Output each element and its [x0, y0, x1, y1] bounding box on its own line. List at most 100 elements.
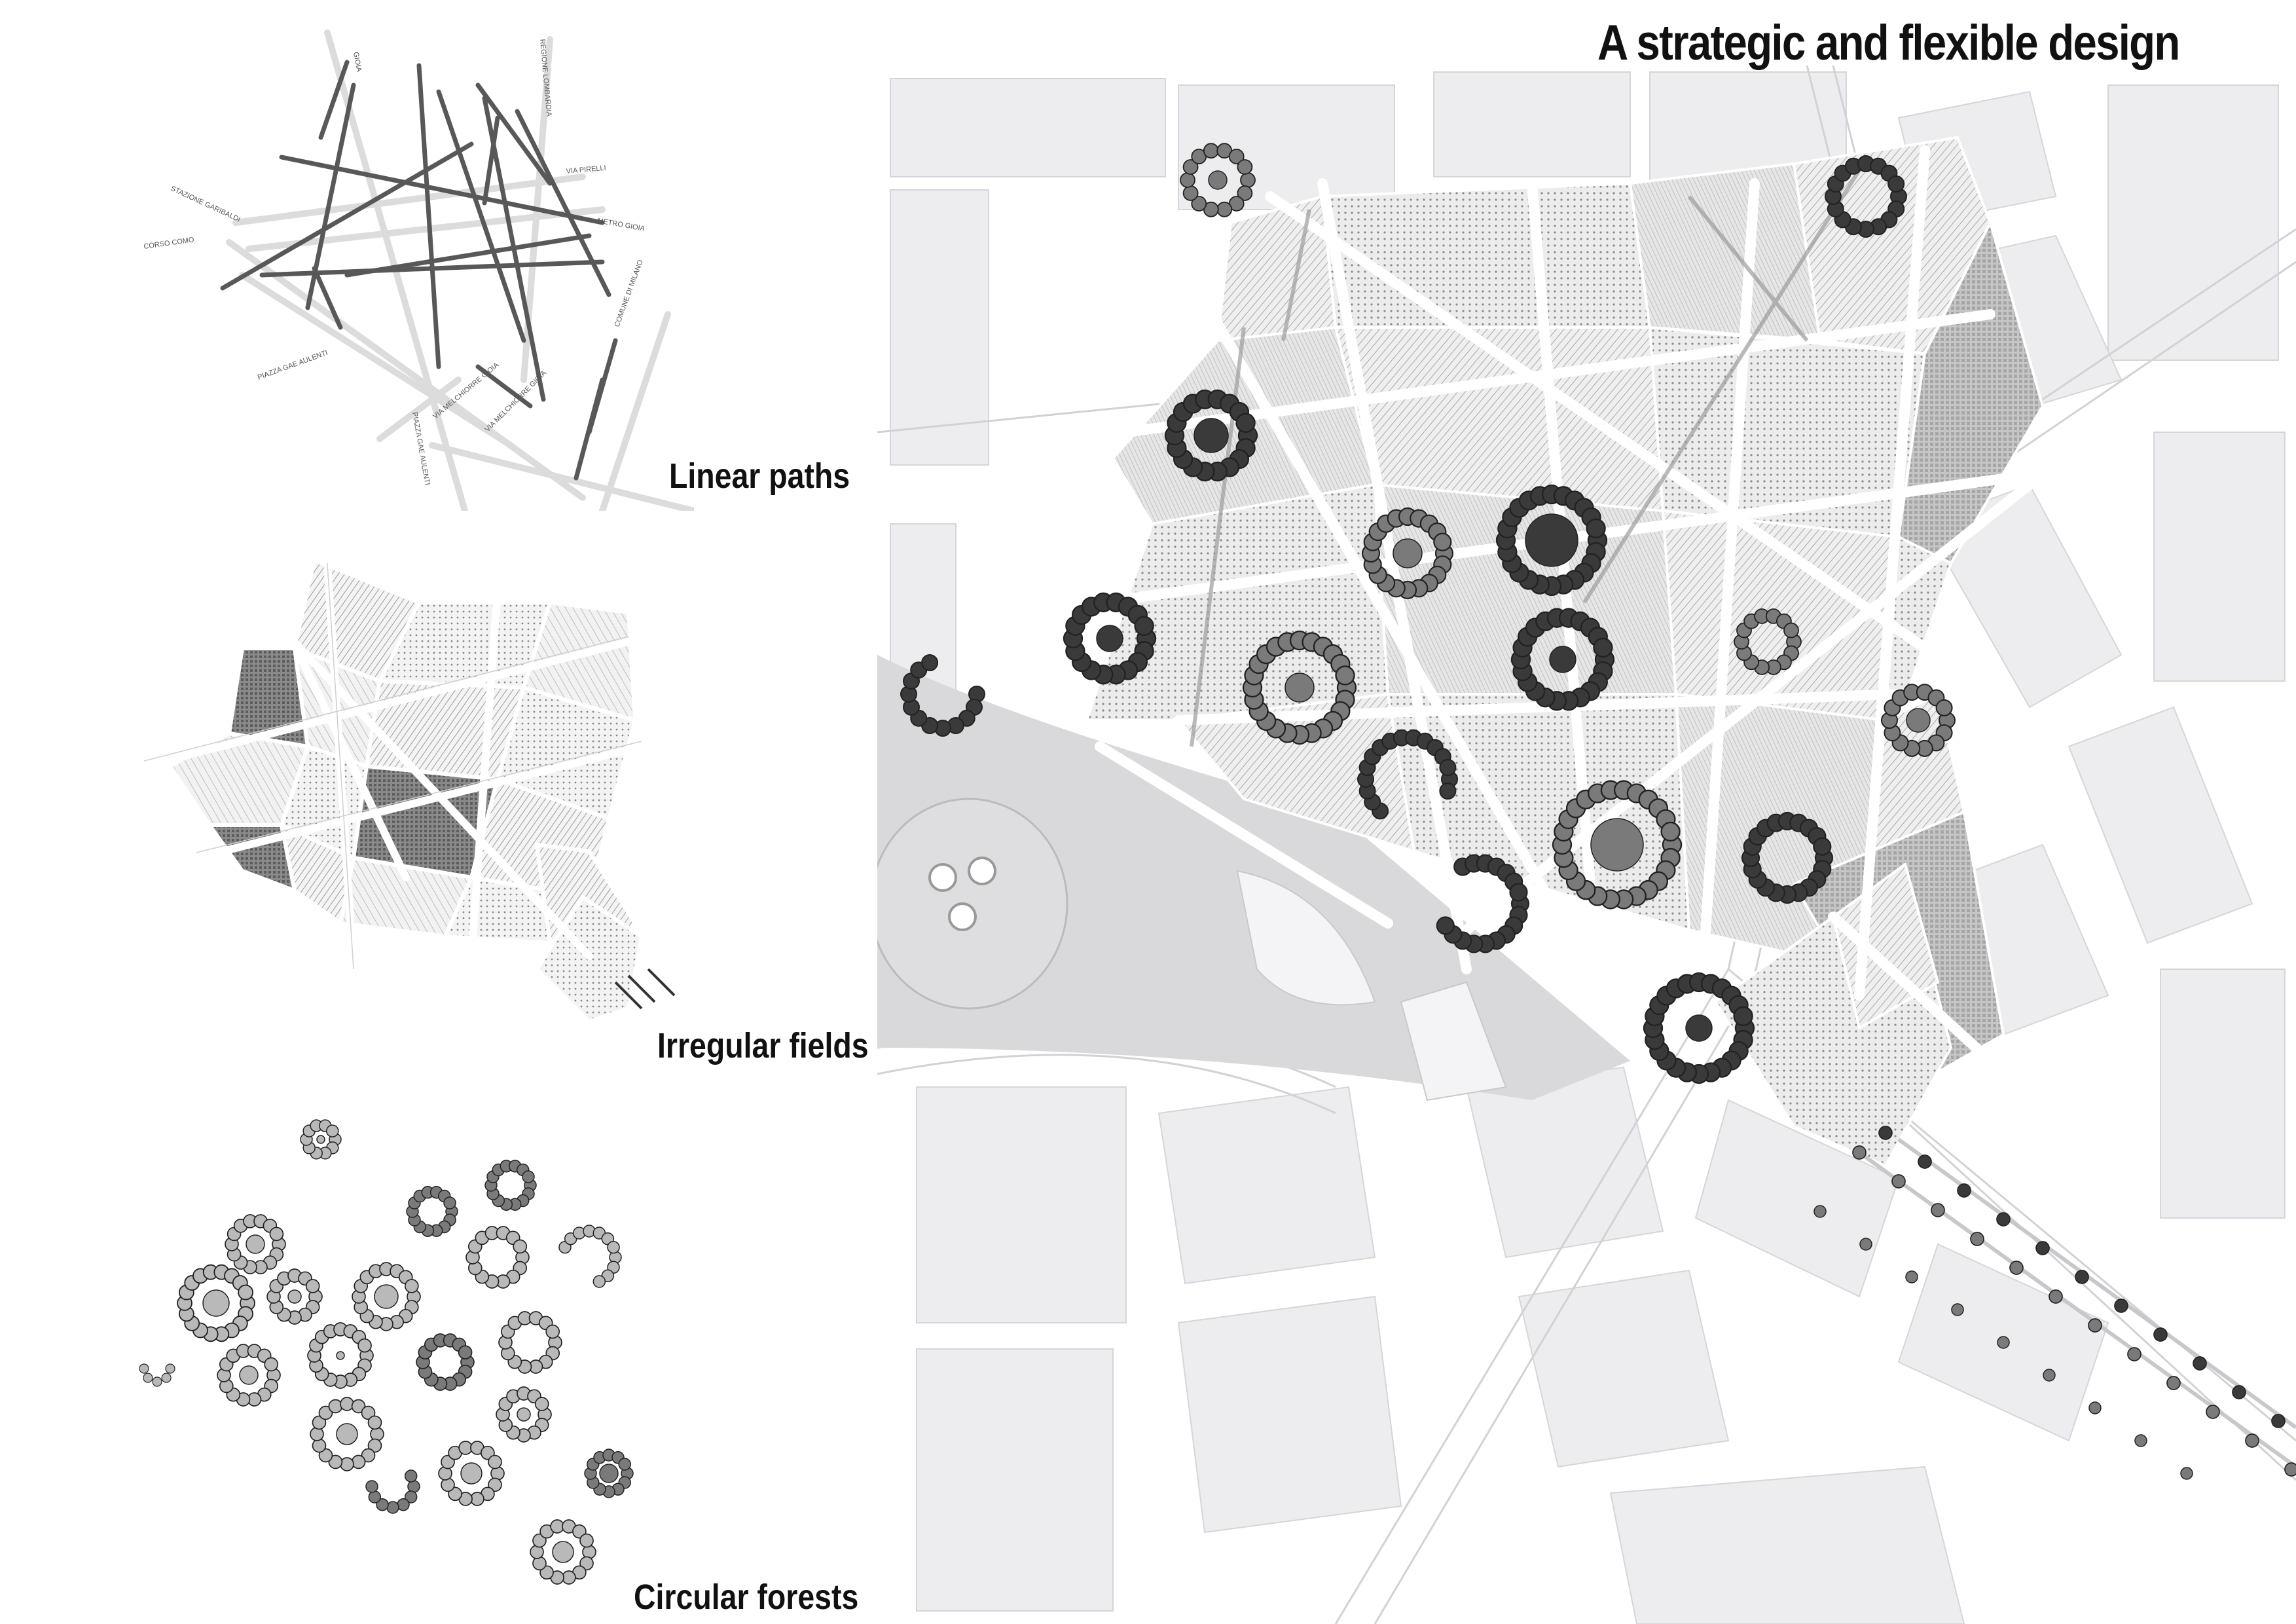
tree-ring [1436, 854, 1530, 953]
tree [1733, 1006, 1753, 1027]
tree [239, 1365, 259, 1385]
tree-ring [1242, 630, 1357, 745]
tree-ring [2153, 1327, 2168, 1342]
tree [443, 1196, 456, 1209]
tree [2049, 1289, 2063, 1304]
tree [318, 1405, 333, 1420]
tree [1970, 1232, 1984, 1246]
tree-ring [496, 1386, 552, 1443]
tree [1685, 1014, 1713, 1042]
tree [1235, 413, 1256, 433]
tree [1593, 637, 1613, 658]
tree [1852, 1145, 1867, 1160]
tree [1935, 699, 1953, 716]
tree-ring [2075, 1270, 2089, 1284]
tree [1285, 673, 1315, 703]
tree [340, 1457, 354, 1471]
tree [1439, 783, 1457, 800]
tree [368, 1490, 382, 1504]
tree-ring [139, 1363, 175, 1387]
tree [1957, 1183, 1971, 1198]
tree [2088, 1401, 2102, 1414]
tree-ring [1878, 1126, 1893, 1140]
street-label: PIAZZA GAE AULENTI [257, 349, 329, 382]
tree [607, 1240, 620, 1254]
tree [1096, 625, 1123, 652]
tree-ring [2043, 1369, 2056, 1382]
label-circular-forests: Circular forests [634, 1578, 859, 1617]
tree [1436, 916, 1455, 935]
tree-ring [1931, 1203, 1945, 1217]
linear-paths-diagram: GIOIA REGIONE LOMBARDIA VIA PIRELLI STAZ… [143, 29, 694, 511]
tree-ring [558, 1225, 622, 1288]
tree [458, 1345, 473, 1360]
tree [365, 1480, 378, 1493]
tree [161, 1373, 172, 1383]
tree-ring [1891, 1174, 1906, 1189]
tree [165, 1363, 175, 1374]
tree [460, 1462, 483, 1485]
tree [1182, 185, 1199, 201]
tree-ring [2193, 1356, 2207, 1371]
tree [2043, 1369, 2056, 1382]
tree [1931, 1203, 1945, 1217]
tree [1216, 201, 1233, 217]
tree [312, 1438, 327, 1453]
tree [1228, 149, 1245, 164]
tree-ring [225, 1214, 286, 1274]
tree-ring [1852, 1145, 1867, 1160]
tree [1905, 1270, 1918, 1283]
tree [545, 1324, 560, 1339]
tree [1134, 616, 1154, 636]
tree-ring [307, 1322, 374, 1389]
tree [318, 1448, 333, 1463]
tree-ring [300, 1119, 342, 1160]
tree [404, 1469, 418, 1483]
tree-ring [1552, 780, 1683, 910]
tree-ring [465, 1226, 530, 1289]
tree-ring [406, 1186, 458, 1237]
tree [1237, 159, 1253, 175]
tree [1237, 185, 1253, 201]
tree [618, 1458, 631, 1471]
tree [1208, 170, 1228, 190]
tree [1525, 513, 1578, 567]
tree-ring [177, 1264, 255, 1342]
tree [1878, 1126, 1893, 1140]
tree [152, 1376, 162, 1387]
tree [407, 1480, 420, 1493]
tree [1951, 1303, 1964, 1316]
tree-ring [1997, 1336, 2010, 1349]
street-label: CORSO COMO [143, 236, 195, 251]
tree-ring [1063, 592, 1157, 685]
tree [397, 1498, 410, 1511]
tree-ring [1813, 1205, 1827, 1218]
tree [202, 1289, 230, 1317]
tree [2009, 1261, 2024, 1275]
field-path-outlines [143, 563, 642, 970]
page-title: A strategic and flexible design [1597, 15, 2180, 71]
tree [1203, 143, 1219, 159]
tree-ring [900, 654, 985, 737]
circular-forests-diagram [139, 1119, 634, 1585]
tree [1859, 1238, 1872, 1251]
tree-ring [1825, 155, 1907, 238]
tree-ring [1859, 1238, 1872, 1251]
tree [2035, 1241, 2050, 1255]
tree-ring [217, 1344, 281, 1407]
tree [1393, 538, 1423, 568]
masterplan-site-plan [877, 65, 2296, 1624]
tree [238, 1284, 254, 1301]
tree-ring [365, 1469, 420, 1514]
tree [2088, 1318, 2102, 1333]
tree [1660, 821, 1681, 842]
tree-ring [2206, 1405, 2220, 1419]
tree-ring [2180, 1467, 2193, 1480]
tree-ring [1734, 608, 1802, 675]
tree-ring [2134, 1434, 2147, 1447]
tree [2232, 1385, 2246, 1399]
tree [1918, 1154, 1932, 1169]
tree-ring [2114, 1299, 2128, 1313]
dark-paths [220, 60, 618, 481]
street-label: STAZIONE GARIBALDI [170, 185, 242, 224]
